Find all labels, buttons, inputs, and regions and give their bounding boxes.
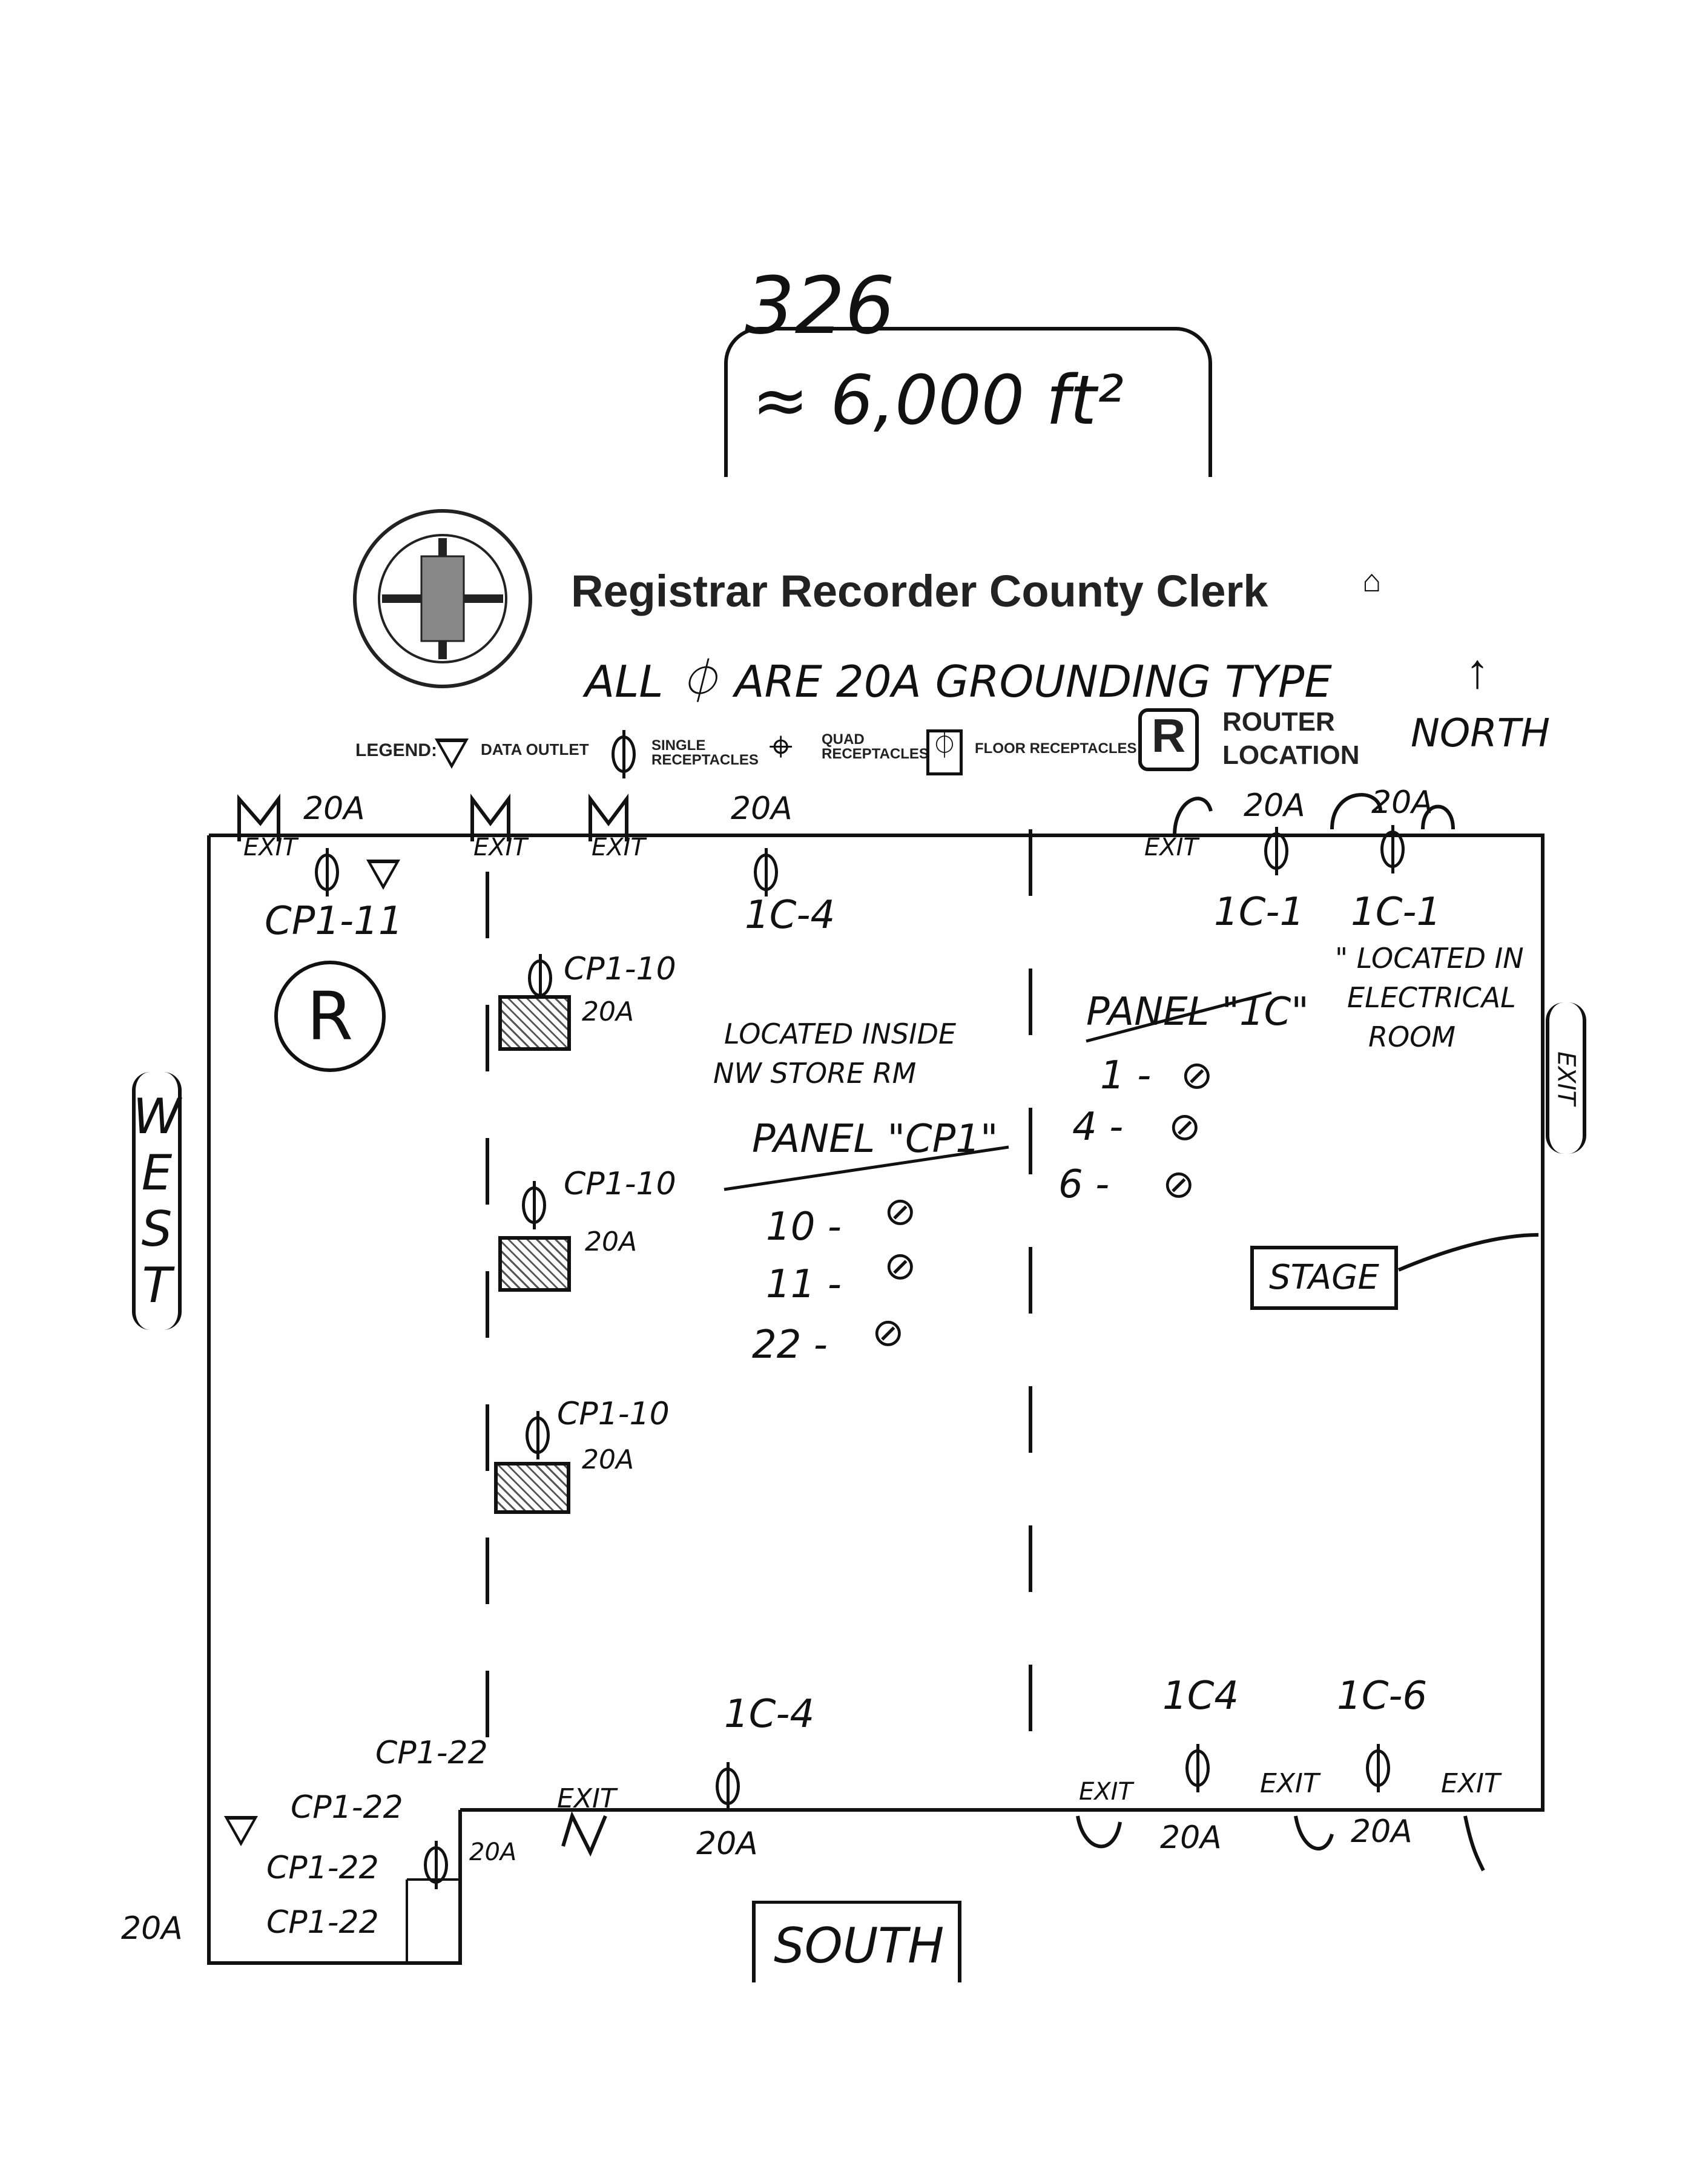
amp-label: 20A bbox=[1371, 784, 1433, 821]
panel-row-number: 22 - bbox=[752, 1323, 828, 1367]
exit-label: EXIT bbox=[1079, 1778, 1133, 1806]
exit-label: EXIT bbox=[1260, 1768, 1319, 1799]
single-receptacle-icon bbox=[1264, 827, 1288, 875]
panel-location: " LOCATED IN bbox=[1335, 942, 1524, 975]
breaker-off-icon: ⊘ bbox=[1162, 1162, 1195, 1207]
amp-label: 20A bbox=[1351, 1814, 1413, 1850]
south-label: SOUTH bbox=[774, 1918, 945, 1974]
circuit-label: CP1-11 bbox=[265, 899, 403, 944]
circuit-label: 1C-1 bbox=[1351, 890, 1442, 935]
floor-receptacle-box bbox=[498, 995, 571, 1051]
area-label: ≈ 6,000 ft² bbox=[752, 361, 1124, 440]
breaker-off-icon: ⊘ bbox=[872, 1311, 905, 1355]
amp-label: 20A bbox=[1244, 788, 1305, 824]
circuit-label: CP1-10 bbox=[564, 951, 676, 987]
single-receptacle-icon bbox=[1380, 825, 1405, 873]
county-seal-logo bbox=[353, 509, 532, 688]
exit-label: EXIT bbox=[243, 834, 297, 861]
breaker-off-icon: ⊘ bbox=[1181, 1053, 1213, 1098]
single-receptacle-icon bbox=[522, 1181, 546, 1229]
floor-receptacle-box bbox=[498, 1236, 571, 1292]
single-receptacle-icon bbox=[1185, 1744, 1210, 1792]
panel-row-number: 6 - bbox=[1058, 1162, 1110, 1207]
router-icon: R bbox=[274, 961, 386, 1072]
single-receptacle-icon bbox=[1366, 1744, 1390, 1792]
data-outlet-triangle-icon bbox=[366, 860, 400, 890]
circuit-label: CP1-10 bbox=[564, 1166, 676, 1202]
panel-location: LOCATED INSIDE bbox=[724, 1018, 957, 1050]
stage-label: STAGE bbox=[1250, 1246, 1398, 1310]
legend-data-outlet: DATA OUTLET bbox=[481, 740, 589, 758]
west-label: WEST bbox=[128, 1088, 185, 1314]
panel-row-number: 1 - bbox=[1100, 1053, 1152, 1098]
circuit-label: 1C-4 bbox=[745, 893, 836, 938]
legend-router-location: ROUTER LOCATION bbox=[1222, 707, 1360, 770]
exit-label: EXIT bbox=[1144, 834, 1198, 861]
page-number: 326 bbox=[745, 260, 895, 352]
north-arrow-icon: ↑ bbox=[1465, 645, 1489, 699]
circuit-label: CP1-22 bbox=[291, 1789, 403, 1826]
breaker-off-icon: ⊘ bbox=[1169, 1105, 1201, 1150]
router-icon: R bbox=[1138, 708, 1199, 771]
breaker-off-icon: ⊘ bbox=[884, 1189, 917, 1234]
single-receptacle-icon bbox=[754, 848, 778, 896]
data-outlet-triangle-icon bbox=[224, 1816, 258, 1846]
circuit-label: 1C-1 bbox=[1214, 890, 1305, 935]
single-receptacle-icon bbox=[528, 954, 552, 1002]
home-icon: ⌂ bbox=[1362, 564, 1382, 599]
panel-title: PANEL "1C" bbox=[1086, 990, 1309, 1034]
amp-label: 20A bbox=[731, 791, 793, 827]
single-receptacle-icon bbox=[612, 730, 636, 778]
panel-location: NW STORE RM bbox=[713, 1057, 917, 1090]
amp-label: 20A bbox=[469, 1838, 517, 1866]
single-receptacle-icon bbox=[716, 1762, 740, 1811]
panel-row-number: 10 - bbox=[766, 1205, 842, 1249]
circuit-label: CP1-10 bbox=[557, 1396, 670, 1432]
single-receptacle-icon bbox=[424, 1841, 448, 1889]
circuit-label: 1C4 bbox=[1162, 1674, 1239, 1719]
legend-floor-receptacles: FLOOR RECEPTACLES bbox=[975, 740, 1137, 757]
amp-label: 20A bbox=[582, 1444, 635, 1475]
circuit-label: CP1-22 bbox=[375, 1735, 488, 1771]
breaker-off-icon: ⊘ bbox=[884, 1244, 917, 1289]
exit-label: EXIT bbox=[557, 1783, 616, 1814]
west-label-box: WEST bbox=[128, 1072, 185, 1330]
amp-label: 20A bbox=[582, 996, 635, 1027]
area-box: ≈ 6,000 ft² bbox=[724, 327, 1212, 477]
circuit-label: CP1-22 bbox=[266, 1850, 379, 1886]
panel-title: PANEL "CP1" bbox=[752, 1117, 998, 1162]
circuit-label: 1C-4 bbox=[724, 1692, 815, 1737]
amp-label: 20A bbox=[585, 1226, 638, 1257]
amp-label: 20A bbox=[303, 791, 365, 827]
panel-row-number: 4 - bbox=[1072, 1105, 1124, 1150]
circuit-label: CP1-22 bbox=[266, 1904, 379, 1941]
legend-quad-receptacles: QUAD RECEPTACLES bbox=[822, 731, 929, 762]
panel-location: ELECTRICAL bbox=[1347, 981, 1516, 1014]
grounding-note: ALL ⏀ ARE 20A GROUNDING TYPE bbox=[585, 656, 1332, 707]
single-receptacle-icon bbox=[315, 848, 339, 896]
panel-row-number: 11 - bbox=[766, 1262, 842, 1307]
amp-label: 20A bbox=[1160, 1820, 1222, 1856]
amp-label: 20A bbox=[121, 1910, 183, 1947]
circuit-label: 1C-6 bbox=[1337, 1674, 1428, 1719]
exit-label: EXIT bbox=[1441, 1768, 1500, 1799]
quad-receptacle-icon: ⌖ bbox=[769, 724, 793, 771]
floor-receptacle-box bbox=[494, 1462, 570, 1514]
amp-label: 20A bbox=[696, 1826, 758, 1862]
legend-label: LEGEND: bbox=[355, 740, 437, 760]
single-receptacle-icon bbox=[526, 1411, 550, 1459]
east-exit-box: EXIT bbox=[1546, 1002, 1586, 1154]
panel-location: ROOM bbox=[1368, 1021, 1456, 1053]
east-exit-label: EXIT bbox=[1552, 1051, 1580, 1105]
exit-label: EXIT bbox=[473, 834, 527, 861]
south-label-box: SOUTH bbox=[752, 1901, 961, 1982]
page-title: Registrar Recorder County Clerk bbox=[571, 566, 1268, 616]
north-label: NORTH bbox=[1411, 711, 1550, 756]
floor-receptacle-icon: ⏀ bbox=[926, 729, 963, 775]
data-outlet-triangle-icon bbox=[435, 738, 469, 769]
exit-label: EXIT bbox=[592, 834, 645, 861]
